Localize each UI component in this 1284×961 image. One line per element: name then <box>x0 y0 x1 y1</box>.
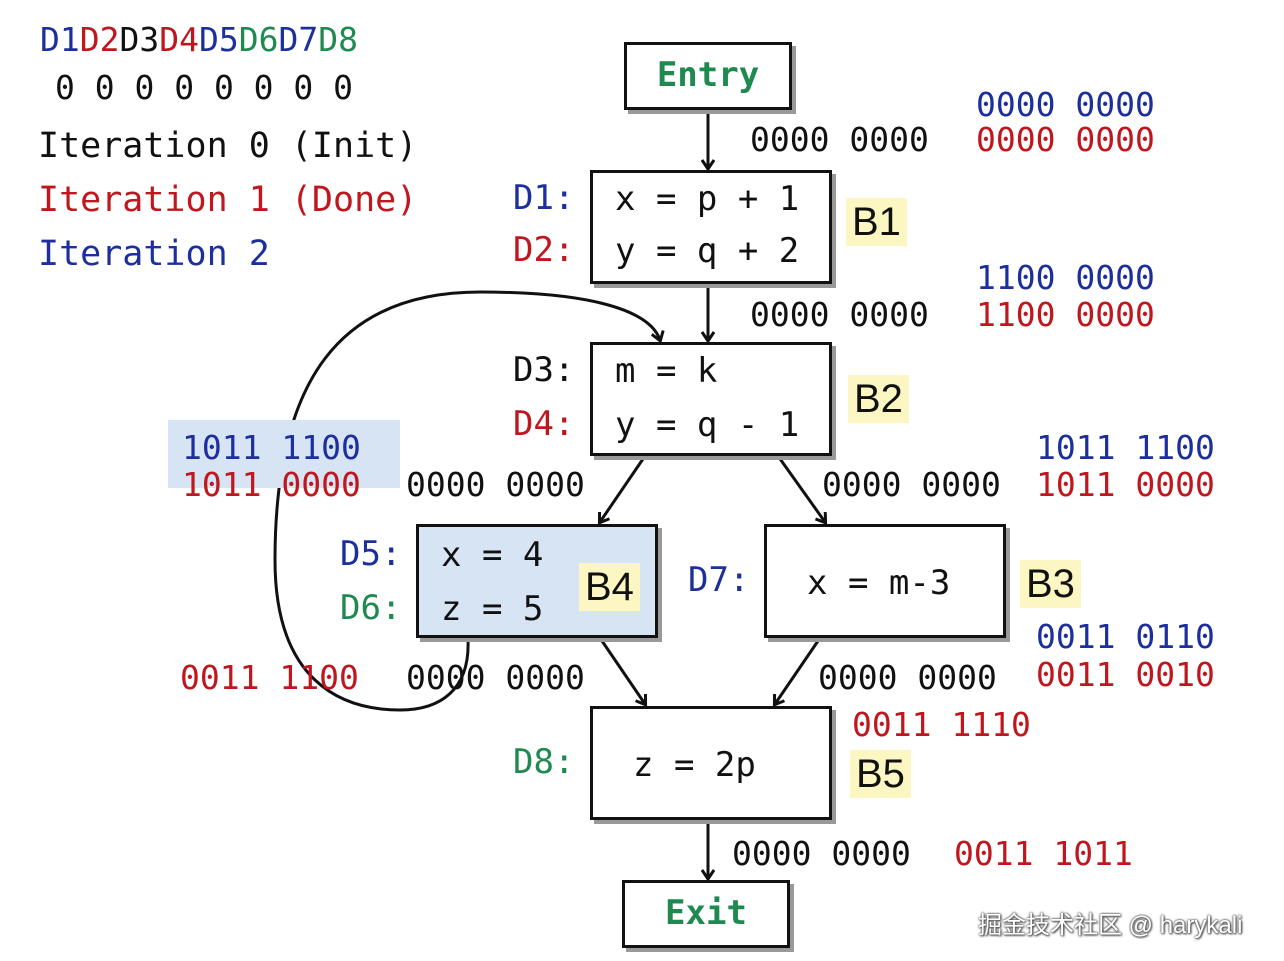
b2-line-a: m = k <box>615 351 718 391</box>
b1-def-a: D1: <box>513 178 575 218</box>
bits-b2-in: 0000 0000 <box>750 295 929 334</box>
b3-def-a: D7: <box>688 560 750 600</box>
bits-exit-black: 0000 0000 <box>732 834 911 873</box>
b1-def-b: D2: <box>513 230 575 270</box>
edge-b3-b5 <box>775 637 822 704</box>
entry-node: Entry <box>624 42 792 110</box>
b1-line-b: y = q + 2 <box>615 231 800 271</box>
block-b5: z = 2p <box>590 706 832 820</box>
bits-b3-out-red: 1011 0000 <box>1036 465 1215 504</box>
b1-line-a: x = p + 1 <box>615 179 800 219</box>
block-b1: x = p + 1 y = q + 2 <box>590 170 832 284</box>
iteration-2: Iteration 2 <box>38 234 270 274</box>
bits-b4-out-red: 0011 1100 <box>180 658 359 697</box>
b4-def-b: D6: <box>340 588 402 628</box>
b5-def-a: D8: <box>513 742 575 782</box>
edge-b4-b2-loop <box>273 290 660 712</box>
edge-b2-b3 <box>776 455 825 522</box>
iteration-0: Iteration 0 (Init) <box>38 126 418 166</box>
bits-b3-red-2: 0011 0010 <box>1036 655 1215 694</box>
bits-b3-in: 0000 0000 <box>822 465 1001 504</box>
bits-b4-in-red: 1011 0000 <box>182 465 361 504</box>
legend-def-5: D5 <box>199 20 239 59</box>
legend-def-8: D8 <box>318 20 358 59</box>
legend-def-7: D7 <box>278 20 319 59</box>
legend-def-3: D3 <box>119 20 160 59</box>
b2-name-tag: B2 <box>848 375 909 423</box>
b4-name-tag: B4 <box>579 563 640 611</box>
bits-b4-in-black: 0000 0000 <box>406 465 585 504</box>
bits-b4-out-black: 0000 0000 <box>406 658 585 697</box>
bits-b1-out-red: 0000 0000 <box>976 120 1155 159</box>
b2-def-b: D4: <box>513 404 575 444</box>
bits-b4-in-blue: 1011 1100 <box>182 428 361 467</box>
b2-def-a: D3: <box>513 350 575 390</box>
legend-def-2: D2 <box>79 20 120 59</box>
entry-label: Entry <box>656 55 760 95</box>
block-b4: x = 4 z = 5 B4 <box>416 524 658 638</box>
initial-bits: 0 0 0 0 0 0 0 0 <box>55 68 354 107</box>
b4-def-a: D5: <box>340 534 402 574</box>
bits-b1-out-blue: 0000 0000 <box>976 85 1155 124</box>
b1-name-tag: B1 <box>846 198 907 246</box>
b5-line-a: z = 2p <box>633 745 756 785</box>
b4-line-a: x = 4 <box>441 535 544 575</box>
watermark: 掘金技术社区 @ harykali <box>978 912 1243 939</box>
legend-def-4: D4 <box>159 20 199 59</box>
b3-name-tag: B3 <box>1020 560 1081 608</box>
bits-b5-red: 0011 1110 <box>852 705 1031 744</box>
bits-exit-red: 0011 1011 <box>954 834 1133 873</box>
b4-in-highlight <box>168 420 400 488</box>
bits-b5-in-black: 0000 0000 <box>818 658 997 697</box>
b5-name-tag: B5 <box>850 750 911 798</box>
bits-b3-out-blue: 1011 1100 <box>1036 428 1215 467</box>
block-b2: m = k y = q - 1 <box>590 342 832 456</box>
bits-entry-in: 0000 0000 <box>750 120 929 159</box>
iteration-1: Iteration 1 (Done) <box>38 180 418 220</box>
edge-b4-b5 <box>598 637 645 704</box>
bits-b2-out-red: 1100 0000 <box>976 295 1155 334</box>
edge-b2-b4 <box>600 455 647 522</box>
b4-line-b: z = 5 <box>441 589 544 629</box>
bits-b3-blue-2: 0011 0110 <box>1036 617 1215 656</box>
exit-node: Exit <box>622 880 790 948</box>
legend-def-6: D6 <box>238 20 279 59</box>
b3-line-a: x = m-3 <box>807 563 951 603</box>
legend-def-1: D1 <box>40 20 80 59</box>
b2-line-b: y = q - 1 <box>615 405 800 445</box>
exit-label: Exit <box>665 893 747 933</box>
block-b3: x = m-3 <box>764 524 1006 638</box>
bits-b2-out-blue: 1100 0000 <box>976 258 1155 297</box>
definition-legend: D1D2D3D4D5D6D7D8 <box>40 20 358 59</box>
